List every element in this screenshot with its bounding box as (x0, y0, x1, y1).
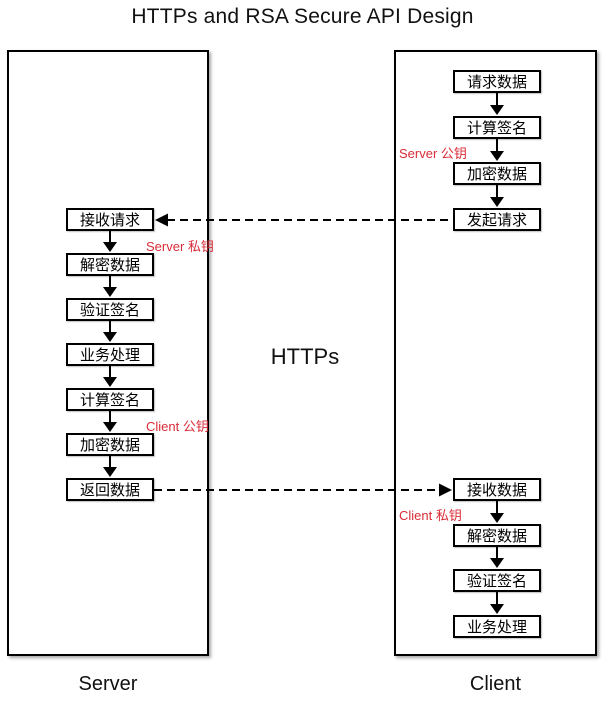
flow-arrowhead (490, 105, 504, 115)
diagram-title: HTTPs and RSA Secure API Design (131, 5, 474, 28)
key-label: Client 私钥 (399, 508, 462, 523)
client-caption: Client (469, 673, 522, 695)
flow-step: 解密数据 (453, 524, 541, 547)
flow-arrowhead (490, 558, 504, 568)
flow-step: 接收数据 (453, 478, 541, 501)
flow-step: 发起请求 (453, 208, 541, 231)
flow-step: 业务处理 (453, 615, 541, 638)
https-label: HTTPs (270, 344, 340, 369)
flow-step: 业务处理 (66, 343, 154, 366)
flow-step: 加密数据 (66, 433, 154, 456)
flow-arrowhead (490, 151, 504, 161)
flow-arrowhead (490, 604, 504, 614)
flow-arrowhead (103, 332, 117, 342)
key-label: Client 公钥 (146, 419, 209, 434)
flow-arrowhead (103, 422, 117, 432)
flow-arrowhead (490, 513, 504, 523)
key-label: Server 公钥 (399, 146, 467, 161)
flow-arrowhead (103, 242, 117, 252)
flow-step: 验证签名 (453, 569, 541, 592)
key-label: Server 私钥 (146, 239, 214, 254)
server-caption: Server (78, 673, 138, 695)
flow-arrowhead (103, 467, 117, 477)
flow-arrowhead (103, 287, 117, 297)
flow-step: 请求数据 (453, 70, 541, 93)
flow-arrowhead (103, 377, 117, 387)
flow-arrowhead (490, 197, 504, 207)
flow-step: 验证签名 (66, 298, 154, 321)
flow-step: 计算签名 (453, 116, 541, 139)
dashed-arrowhead (155, 213, 168, 227)
dashed-arrowhead (439, 483, 452, 497)
flow-step: 解密数据 (66, 253, 154, 276)
flow-step: 返回数据 (66, 478, 154, 501)
flow-step: 计算签名 (66, 388, 154, 411)
flow-step: 加密数据 (453, 162, 541, 185)
flow-step: 接收请求 (66, 208, 154, 231)
